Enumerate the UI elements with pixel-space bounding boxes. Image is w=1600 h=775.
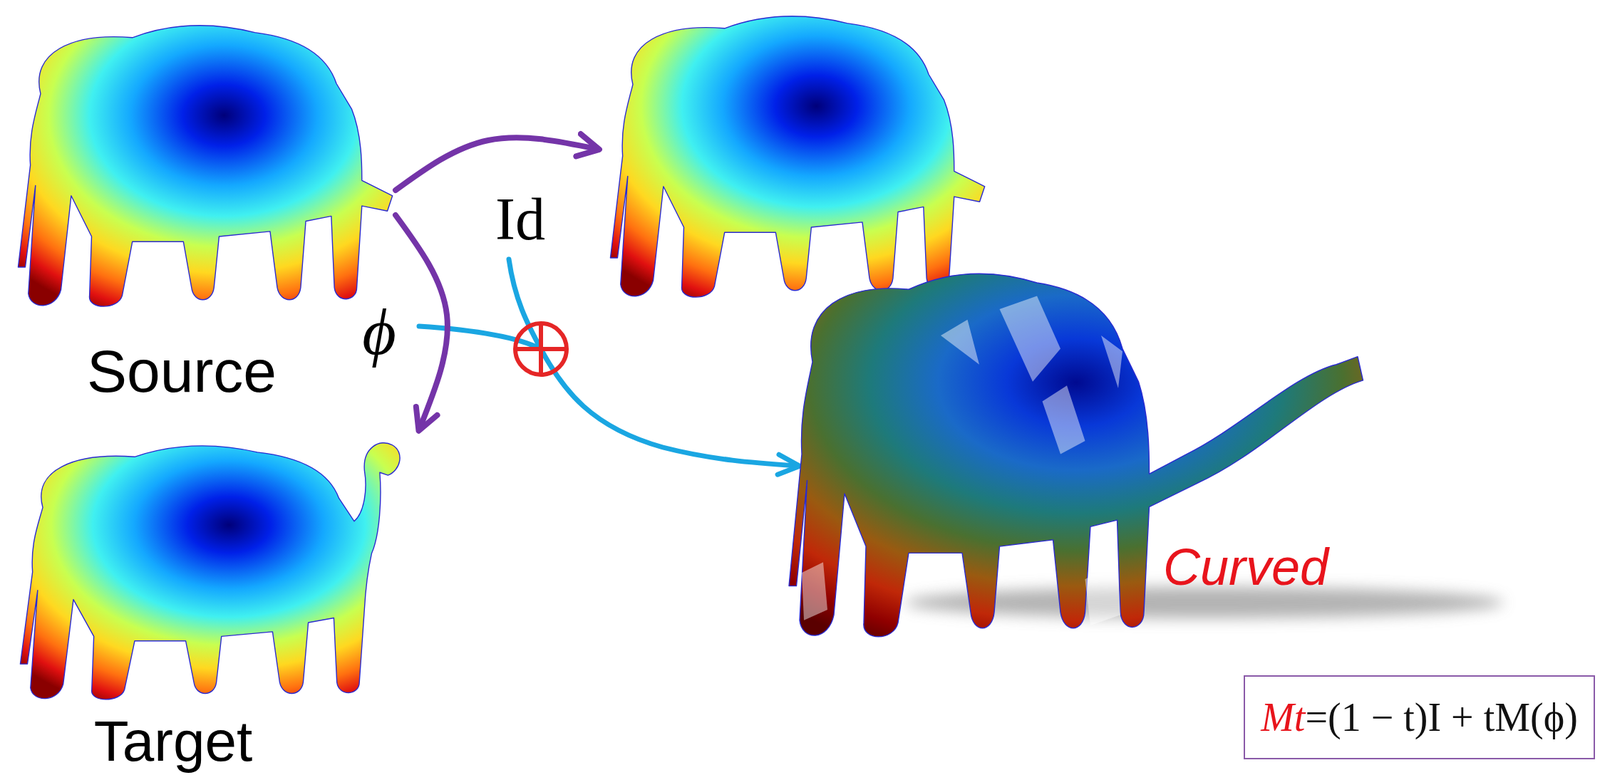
formula-box: Mt=(1 − t)I + tM(ϕ) [1243, 675, 1596, 760]
elephant-shape: Source [9, 12, 396, 313]
combination-wires [419, 259, 797, 467]
result-label: Curved [1163, 541, 1329, 593]
identity-wire [508, 259, 797, 467]
elephant-body [788, 273, 1364, 638]
elephant-body [610, 16, 985, 298]
specular-highlight [1101, 335, 1123, 389]
elephant-shape: Target [12, 434, 409, 705]
mapping-arrow [395, 215, 448, 429]
elephant-body [19, 443, 400, 700]
map-label: Id [495, 189, 546, 250]
elephant-outline [12, 434, 409, 705]
figure-label: Source [86, 341, 277, 402]
elephant-outline [9, 12, 396, 313]
sum-bar [538, 323, 544, 375]
specular-highlight [1085, 560, 1122, 627]
specular-highlight [940, 320, 980, 365]
specular-highlight [1042, 385, 1086, 454]
elephant-outline [602, 2, 988, 303]
mapping-arrow [395, 137, 597, 191]
specular-highlight [801, 562, 828, 621]
formula-symbol: Mt [1260, 697, 1305, 738]
formula-expression: =(1 − t)I + tM(ϕ) [1304, 697, 1578, 738]
edge-layer [395, 137, 597, 429]
elephant-shape [602, 2, 988, 303]
elephant-body [17, 25, 392, 307]
map-label: ϕ [362, 299, 397, 365]
figure-label: Target [94, 713, 253, 771]
sum-circle [515, 323, 567, 375]
elephant-shape: Curved [780, 256, 1367, 645]
specular-highlight [999, 296, 1062, 383]
direct-sum-symbol [515, 323, 567, 375]
